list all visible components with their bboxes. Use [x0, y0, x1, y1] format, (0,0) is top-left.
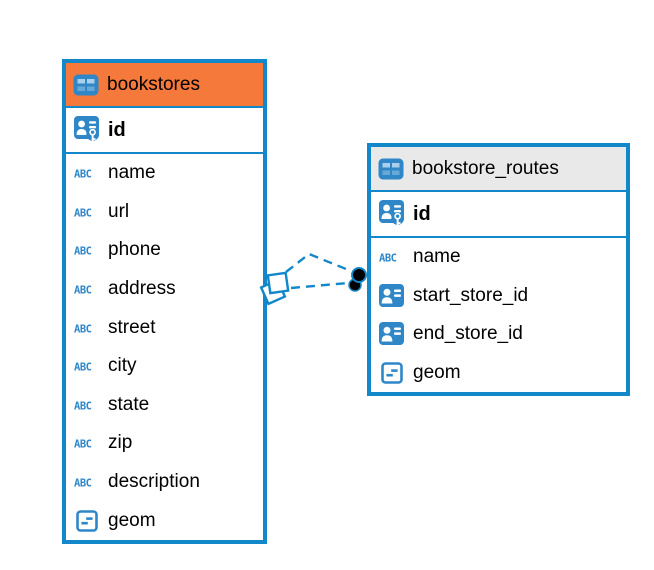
- entity-bookstores[interactable]: bookstores id ABC name ABC url: [62, 59, 267, 544]
- column-row[interactable]: geom: [66, 501, 263, 540]
- svg-text:ABC: ABC: [74, 323, 92, 335]
- relationship-line-upper: [285, 252, 352, 273]
- text-icon: ABC: [73, 282, 100, 297]
- text-icon: ABC: [73, 398, 100, 412]
- svg-text:ABC: ABC: [74, 400, 92, 412]
- column-row[interactable]: ABC street: [66, 308, 263, 347]
- column-row[interactable]: geom: [371, 353, 626, 393]
- relationship-lines[interactable]: [285, 252, 352, 290]
- column-name: description: [108, 471, 200, 493]
- svg-text:ABC: ABC: [74, 207, 92, 219]
- entity-bookstore-routes[interactable]: bookstore_routes id ABC name: [367, 143, 630, 397]
- primary-key-icon: [378, 200, 405, 228]
- text-icon: ABC: [73, 475, 100, 490]
- primary-key-icon: [73, 116, 100, 144]
- entity-title: bookstores: [107, 73, 200, 95]
- column-name: start_store_id: [413, 284, 529, 306]
- column-row[interactable]: ABC zip: [66, 424, 263, 463]
- relationship-line-lower: [290, 281, 349, 290]
- text-icon: ABC: [73, 205, 100, 219]
- column-name: street: [108, 316, 156, 338]
- column-name: phone: [108, 239, 161, 261]
- geometry-icon: [73, 509, 100, 532]
- column-row[interactable]: ABC name: [66, 154, 263, 193]
- column-row[interactable]: ABC url: [66, 192, 263, 232]
- column-name: state: [108, 393, 150, 415]
- text-icon: ABC: [73, 359, 100, 374]
- column-row[interactable]: ABC phone: [66, 231, 263, 270]
- column-name: id: [108, 118, 126, 141]
- column-name: end_store_id: [413, 323, 523, 345]
- text-icon: ABC: [378, 250, 405, 265]
- column-row[interactable]: ABC name: [371, 238, 626, 277]
- entity-header[interactable]: bookstores: [66, 63, 263, 108]
- column-name: id: [413, 202, 431, 225]
- column-name: geom: [108, 509, 156, 531]
- column-name: url: [108, 200, 130, 222]
- text-icon: ABC: [73, 243, 100, 258]
- column-row[interactable]: ABC city: [66, 346, 263, 386]
- entity-title: bookstore_routes: [412, 157, 559, 179]
- svg-text:ABC: ABC: [74, 478, 92, 490]
- column-row[interactable]: ABC address: [66, 269, 263, 309]
- primary-key-row[interactable]: id: [66, 108, 263, 154]
- column-name: address: [108, 278, 176, 300]
- table-icon: [378, 158, 404, 180]
- entity-rows: id ABC name start_store_id end_store_id: [371, 192, 626, 393]
- column-row[interactable]: ABC description: [66, 462, 263, 502]
- column-name: zip: [108, 432, 133, 454]
- column-name: name: [108, 162, 156, 184]
- column-row[interactable]: start_store_id: [371, 276, 626, 316]
- column-name: geom: [413, 362, 461, 384]
- entity-header[interactable]: bookstore_routes: [371, 147, 626, 192]
- svg-text:ABC: ABC: [74, 246, 92, 258]
- column-row[interactable]: end_store_id: [371, 315, 626, 354]
- svg-text:ABC: ABC: [74, 285, 92, 297]
- table-icon: [73, 74, 99, 96]
- svg-text:ABC: ABC: [74, 362, 92, 374]
- svg-text:ABC: ABC: [379, 253, 397, 265]
- text-icon: ABC: [73, 321, 100, 335]
- column-name: name: [413, 246, 461, 268]
- entity-rows: id ABC name ABC url ABC phone ABC addres…: [66, 108, 263, 540]
- foreign-key-icon: [378, 322, 405, 346]
- column-name: city: [108, 355, 137, 377]
- primary-key-row[interactable]: id: [371, 192, 626, 238]
- column-row[interactable]: ABC state: [66, 385, 263, 425]
- svg-text:ABC: ABC: [74, 169, 92, 181]
- svg-text:ABC: ABC: [74, 439, 92, 451]
- text-icon: ABC: [73, 166, 100, 181]
- text-icon: ABC: [73, 436, 100, 451]
- geometry-icon: [378, 362, 405, 384]
- double-dot-icon: [348, 267, 367, 292]
- foreign-key-icon: [378, 283, 405, 308]
